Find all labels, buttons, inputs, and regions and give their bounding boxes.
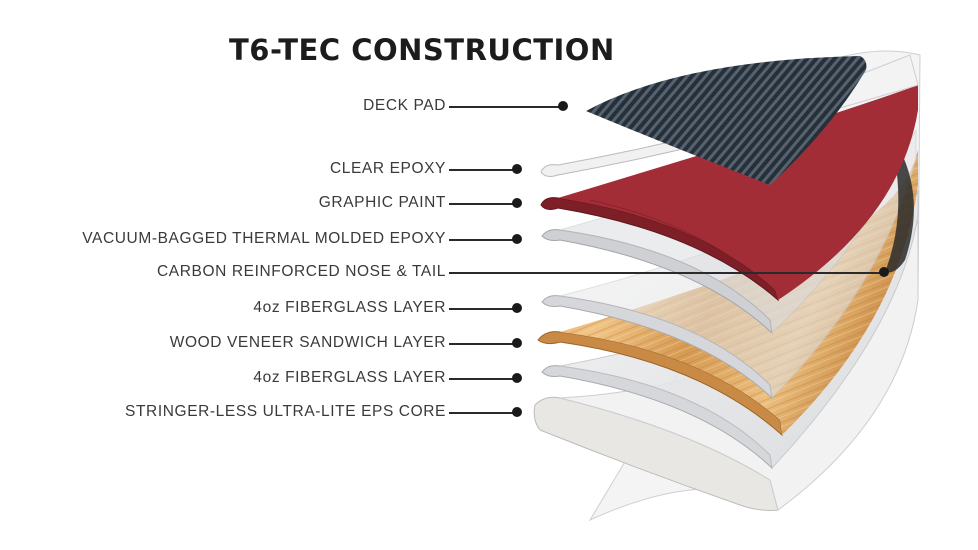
callout-dot [512, 303, 522, 313]
leader-line [449, 169, 517, 171]
callout-dot [879, 267, 889, 277]
callout-dot [512, 338, 522, 348]
callout-dot [512, 407, 522, 417]
label-clear-epoxy: CLEAR EPOXY [329, 160, 446, 177]
carbon-band [885, 150, 914, 273]
leader-line [449, 106, 563, 108]
leader-line [449, 239, 517, 241]
label-deck-pad: DECK PAD [363, 97, 446, 114]
graphic-paint-layer [558, 85, 918, 300]
callout-dot [512, 198, 522, 208]
callout-dot [512, 234, 522, 244]
callout-dot [512, 373, 522, 383]
leader-line [449, 308, 517, 310]
leader-line [449, 378, 517, 380]
callout-dot [558, 101, 568, 111]
deck-pad-layer [586, 56, 867, 185]
leader-line [449, 412, 517, 414]
label-graphic-paint: GRAPHIC PAINT [318, 194, 446, 211]
leader-line [449, 203, 517, 205]
page-title: T6-TEC CONSTRUCTION [229, 33, 615, 67]
label-fiberglass-lower: 4oz FIBERGLASS LAYER [253, 369, 446, 386]
label-carbon-nose-tail: CARBON REINFORCED NOSE & TAIL [157, 263, 446, 280]
label-vacuum-bagged-epoxy: VACUUM-BAGGED THERMAL MOLDED EPOXY [82, 230, 446, 247]
callout-dot [512, 164, 522, 174]
label-fiberglass-upper: 4oz FIBERGLASS LAYER [253, 299, 446, 316]
leader-line [449, 343, 517, 345]
leader-line [449, 272, 884, 274]
label-wood-veneer: WOOD VENEER SANDWICH LAYER [169, 334, 446, 351]
label-eps-core: STRINGER-LESS ULTRA-LITE EPS CORE [125, 403, 446, 420]
